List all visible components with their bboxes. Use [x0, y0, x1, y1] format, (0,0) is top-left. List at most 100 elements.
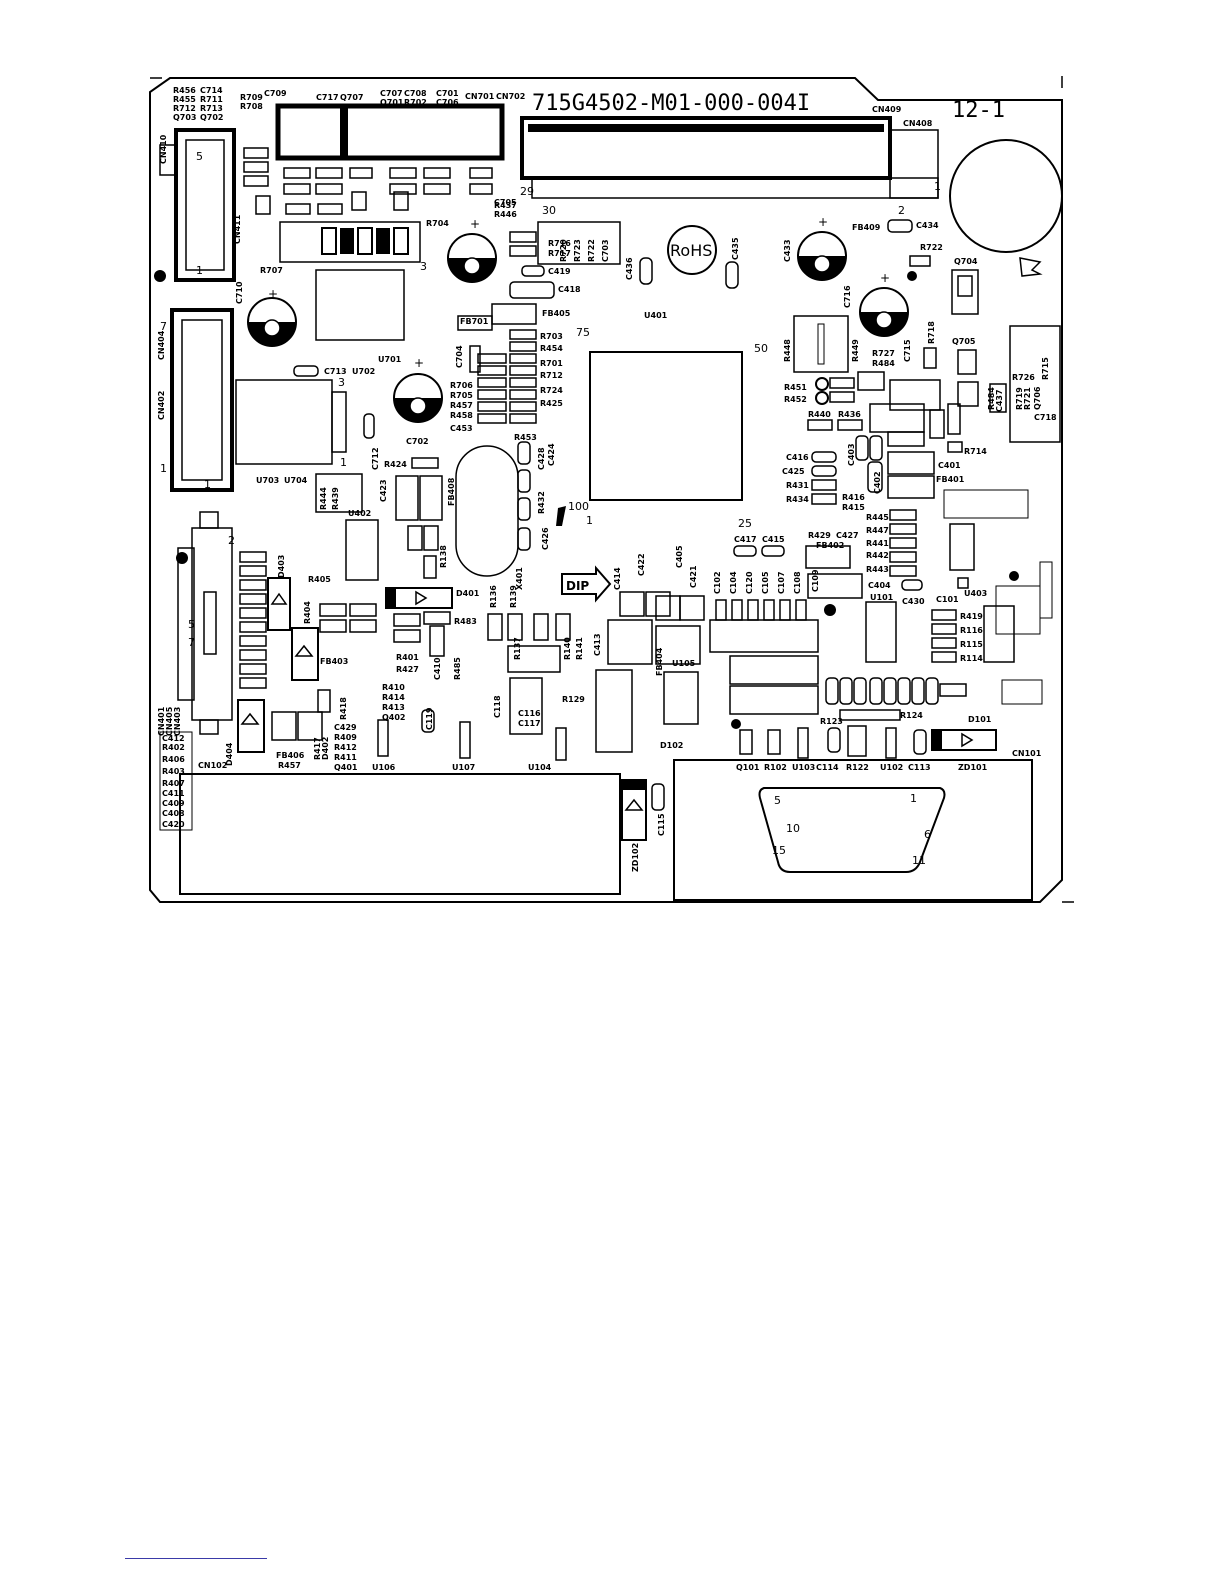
r413-label: R413 [382, 703, 405, 712]
x401-label: X401 [515, 567, 524, 590]
q701-label: Q701 [380, 98, 404, 107]
cn404-label: CN404 [157, 330, 166, 360]
fb404-label: FB404 [655, 647, 664, 676]
r424-pad [411, 457, 439, 469]
pin-29: 29 [520, 185, 534, 198]
c418-pad [509, 281, 555, 299]
cn409-label: CN409 [872, 105, 902, 114]
q101-label: Q101 [736, 763, 760, 772]
r446-label: R446 [494, 210, 517, 219]
c412-label: C412 [162, 734, 185, 743]
d401-label: D401 [456, 589, 480, 598]
r448-label: R448 [783, 339, 792, 362]
pin-1-cn410: 1 [196, 264, 203, 277]
r722-dot [907, 271, 917, 281]
c403b-pad [869, 435, 883, 461]
pin1-dot-cn410 [154, 270, 166, 282]
r410-label: R410 [382, 683, 405, 692]
d402-diode [291, 627, 319, 681]
d402-label: D402 [321, 737, 330, 760]
c706-label: C706 [436, 98, 459, 107]
r416-label: R416 [842, 493, 865, 502]
c437-label: C437 [995, 389, 1004, 412]
r725-label: R722 [587, 239, 596, 262]
d404-symbol [240, 712, 260, 725]
fb406-pad-b [297, 711, 323, 741]
cn401-pin-7: 7 [188, 636, 195, 649]
r458-label: R458 [450, 411, 473, 420]
c411-label: C411 [162, 789, 185, 798]
cn401-pin-5: 5 [188, 618, 195, 631]
c427-label: C427 [836, 531, 859, 540]
cn401-label: CN401 [157, 706, 166, 736]
pin-2-cn408: 2 [898, 204, 905, 217]
r129-label: R129 [562, 695, 585, 704]
d401-symbol [415, 590, 428, 606]
cn411-label: CN411 [233, 214, 242, 244]
c426-label: C426 [541, 527, 550, 550]
fb401-label: FB401 [936, 475, 965, 484]
r138-label: R138 [439, 545, 448, 568]
r434-label: R434 [786, 495, 809, 504]
vga-dsub-outline [758, 787, 946, 873]
cn408-edge [528, 124, 884, 132]
u403-ic [949, 523, 975, 571]
c422-label: C422 [637, 553, 646, 576]
c423-pad [395, 475, 419, 521]
r116-label: R116 [960, 626, 983, 635]
c428-label: C428 [537, 447, 546, 470]
c427-pad [805, 545, 851, 569]
screw-mark [1019, 257, 1043, 277]
pin-1b-cn404: 1 [204, 478, 211, 491]
r436-label: R436 [838, 410, 861, 419]
r445-ladder [889, 509, 917, 577]
r703-label: R703 [540, 332, 563, 341]
r453-label: R453 [514, 433, 537, 442]
fb701-pad [457, 315, 493, 331]
c414-label: C414 [613, 567, 622, 590]
r486-label: R484 [987, 387, 996, 410]
cn408-label: CN408 [903, 119, 933, 128]
label-column-box [159, 731, 193, 831]
u703-label: U703 [256, 476, 279, 485]
c101-label: C101 [936, 595, 959, 604]
c119-pad [421, 709, 435, 733]
r712-label: R712 [540, 371, 563, 380]
c453-label: C453 [450, 424, 473, 433]
r714-label: R714 [964, 447, 987, 456]
r439-label: R439 [331, 487, 340, 510]
cn408-frame [531, 177, 939, 199]
q705-pad [957, 349, 977, 375]
u703-pin-3: 3 [338, 376, 345, 389]
q101-dot [731, 719, 741, 729]
c436-pad [639, 257, 653, 285]
c120-label: C120 [745, 571, 754, 594]
u401-pin-75: 75 [576, 326, 590, 339]
c113-label: C113 [908, 763, 931, 772]
c713-pad [293, 365, 319, 377]
c710-plus: + [268, 287, 278, 301]
r726-label: R726 [1012, 373, 1035, 382]
r716-block [509, 221, 621, 265]
cn101-label: CN101 [1012, 749, 1042, 758]
cn410-inner [185, 139, 225, 271]
zd102-band [622, 780, 646, 790]
d404-diode [237, 699, 265, 753]
c419-label: C419 [548, 267, 571, 276]
c119-label: C119 [425, 707, 434, 730]
u107-label: U107 [452, 763, 475, 772]
page-ref: 12-1 [952, 98, 1005, 123]
c404-label: C404 [868, 581, 891, 590]
r440-label: R440 [808, 410, 831, 419]
r715-label: R715 [1041, 357, 1050, 380]
r704-label: R704 [426, 219, 449, 228]
r718-label: R718 [927, 321, 936, 344]
c421-label: C421 [689, 565, 698, 588]
d101-symbol [961, 732, 974, 748]
cn402-label: CN402 [157, 391, 166, 420]
cn401-inner [203, 591, 217, 655]
dip-label: DIP [566, 579, 589, 593]
c413-label: C413 [593, 633, 602, 656]
c416-pad [811, 451, 837, 463]
r727-label: R727 [872, 349, 895, 358]
